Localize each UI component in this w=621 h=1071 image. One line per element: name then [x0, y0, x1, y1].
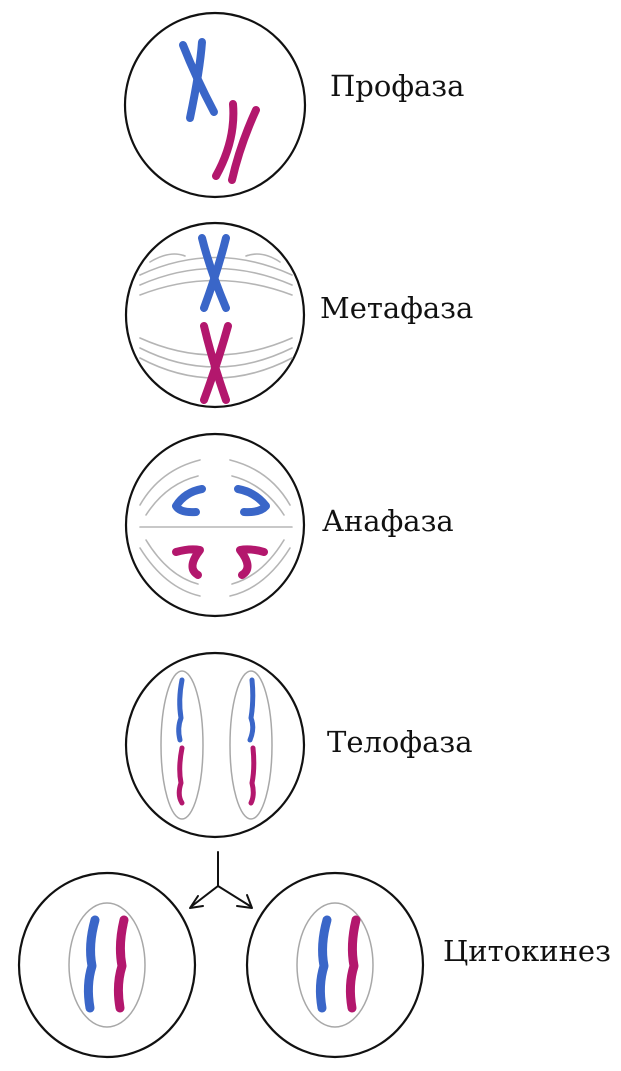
daughter-cell-left: [19, 873, 195, 1057]
metaphase-label: Метафаза: [320, 294, 473, 323]
anaphase-label: Анафаза: [322, 507, 454, 536]
cytokinesis-label: Цитокинез: [443, 937, 611, 966]
anaphase-cell: [126, 434, 304, 616]
division-arrow: [190, 852, 252, 908]
daughter-cell-right-membrane: [247, 873, 423, 1057]
daughter-cell-left-membrane: [19, 873, 195, 1057]
prophase-label: Профаза: [330, 72, 464, 101]
telophase-cell-membrane: [126, 653, 304, 837]
anaphase-cell-membrane: [126, 434, 304, 616]
daughter-cell-right: [247, 873, 423, 1057]
prophase-cell: [125, 13, 305, 197]
telophase-cell: [126, 653, 304, 837]
metaphase-cell: [126, 223, 304, 407]
telophase-chromosomes-left: [179, 680, 182, 803]
telophase-label: Телофаза: [327, 728, 472, 757]
